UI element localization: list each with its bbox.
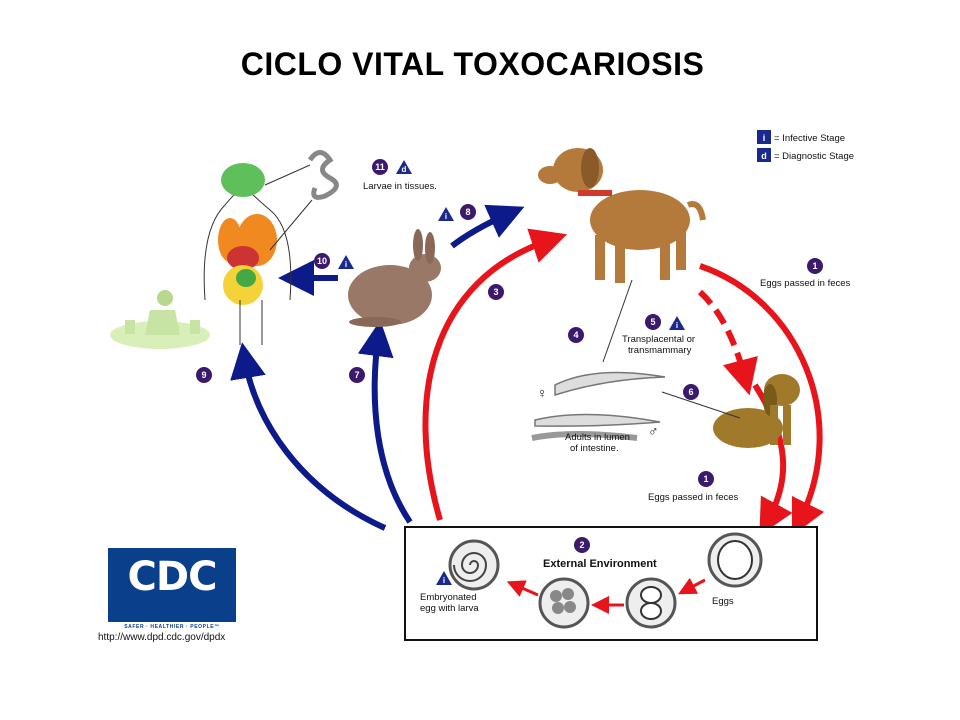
infective-stage-icon: i xyxy=(438,207,454,221)
cdc-logo: CDC xyxy=(108,548,236,622)
diagnostic-stage-icon: d xyxy=(757,148,771,162)
larvae-coil-illustration xyxy=(307,150,339,200)
svg-text:4: 4 xyxy=(573,330,578,340)
step-badge-11: 11 xyxy=(372,159,388,175)
cdc-url: http://www.dpd.cdc.gov/dpdx xyxy=(98,632,226,643)
step-badge-7: 7 xyxy=(349,367,365,383)
adult-worms-illustration xyxy=(531,279,741,441)
svg-text:1: 1 xyxy=(703,474,708,484)
external-environment-label: External Environment xyxy=(543,558,657,570)
eggs-feces-label-top: Eggs passed in feces xyxy=(760,278,851,289)
embryonated-label-2: egg with larva xyxy=(420,603,479,614)
legend: i = Infective Stage d = Diagnostic Stage xyxy=(757,130,854,162)
svg-text:6: 6 xyxy=(688,387,693,397)
adults-label-1: Adults in lumen xyxy=(565,432,630,443)
adults-label-2: of intestine. xyxy=(570,443,619,454)
svg-text:i: i xyxy=(676,321,678,330)
dog-illustration xyxy=(538,148,706,283)
page-title: CICLO VITAL TOXOCARIOSIS xyxy=(240,46,705,82)
arrow-step-3 xyxy=(422,228,568,521)
human-organs-illustration xyxy=(203,163,313,345)
step-badge-4: 4 xyxy=(568,327,584,343)
step-badge-3: 3 xyxy=(488,284,504,300)
egg-embryonated-larva xyxy=(448,539,500,591)
egg-two-cell xyxy=(625,577,677,629)
svg-text:1: 1 xyxy=(812,261,817,271)
svg-text:7: 7 xyxy=(354,370,359,380)
step-badge-1-bottom: 1 xyxy=(698,471,714,487)
egg-morula xyxy=(538,577,590,629)
legend-infective-label: = Infective Stage xyxy=(774,133,845,144)
arrow-step-9 xyxy=(230,342,387,531)
infective-stage-icon: i xyxy=(669,316,685,330)
larvae-label: Larvae in tissues. xyxy=(363,181,437,192)
diagnostic-stage-icon: d xyxy=(396,160,412,174)
female-symbol: ♀ xyxy=(537,385,548,401)
step-badge-10: 10 xyxy=(314,253,330,269)
legend-diagnostic-label: = Diagnostic Stage xyxy=(774,151,854,162)
arrow-step-1-top xyxy=(699,263,825,537)
puppy-illustration xyxy=(713,374,800,448)
arrow-step-5 xyxy=(697,289,758,396)
infective-stage-icon: i xyxy=(757,130,771,144)
svg-text:i: i xyxy=(445,212,447,221)
svg-text:i: i xyxy=(443,576,445,585)
arrow-egg-1 xyxy=(678,577,706,595)
step-badge-2: 2 xyxy=(574,537,590,553)
svg-text:d: d xyxy=(402,165,407,174)
rabbit-illustration xyxy=(348,229,441,327)
step-badge-1-top: 1 xyxy=(807,258,823,274)
svg-text:10: 10 xyxy=(317,256,327,266)
embryonated-label-1: Embryonated xyxy=(420,592,477,603)
step-badge-8: 8 xyxy=(460,204,476,220)
infective-stage-icon: i xyxy=(338,255,354,269)
eggs-feces-label-bottom: Eggs passed in feces xyxy=(648,492,739,503)
svg-text:9: 9 xyxy=(201,370,206,380)
transplacental-label-2: transmammary xyxy=(628,345,692,356)
cdc-logo-text: CDC xyxy=(127,554,218,600)
svg-text:2: 2 xyxy=(579,540,584,550)
step-badge-6: 6 xyxy=(683,384,699,400)
egg-unembryonated xyxy=(707,532,763,588)
svg-text:i: i xyxy=(345,260,347,269)
male-symbol: ♂ xyxy=(648,423,659,439)
transplacental-label-1: Transplacental or xyxy=(622,334,695,345)
svg-text:i: i xyxy=(763,133,766,143)
step-badge-5: 5 xyxy=(645,314,661,330)
arrow-step-7 xyxy=(357,320,413,524)
step-badge-9: 9 xyxy=(196,367,212,383)
child-playing-illustration xyxy=(110,290,210,349)
arrow-egg-3 xyxy=(506,580,539,597)
cdc-tagline: SAFER · HEALTHIER · PEOPLE™ xyxy=(124,624,220,630)
arrow-step-8 xyxy=(450,204,525,249)
svg-text:d: d xyxy=(761,151,767,161)
svg-text:11: 11 xyxy=(375,162,385,172)
eggs-label: Eggs xyxy=(712,596,734,607)
infective-stage-icon: i xyxy=(436,571,452,585)
svg-text:3: 3 xyxy=(493,287,498,297)
svg-text:8: 8 xyxy=(465,207,470,217)
svg-text:5: 5 xyxy=(650,317,655,327)
